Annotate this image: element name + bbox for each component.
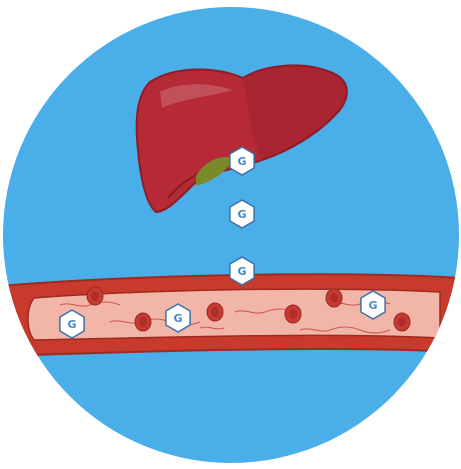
red-blood-cell-icon [326,289,342,307]
glucose-molecule-icon: G [230,257,254,285]
glucose-molecule-icon: G [166,304,190,332]
red-blood-cell-icon [207,303,223,321]
glucose-molecule-icon: G [361,291,385,319]
glucose-label: G [67,318,76,331]
glucose-label: G [237,155,246,168]
glucose-label: G [368,299,377,312]
red-blood-cell-icon [87,287,103,305]
glucose-molecule-icon: G [230,147,254,175]
glucose-molecule-icon: G [230,200,254,228]
glucose-molecule-icon: G [60,310,84,338]
red-blood-cell-icon [394,313,410,331]
glucose-label: G [237,265,246,278]
red-blood-cell-icon [135,313,151,331]
red-blood-cell-icon [285,305,301,323]
glucose-label: G [173,312,182,325]
glucose-label: G [237,208,246,221]
